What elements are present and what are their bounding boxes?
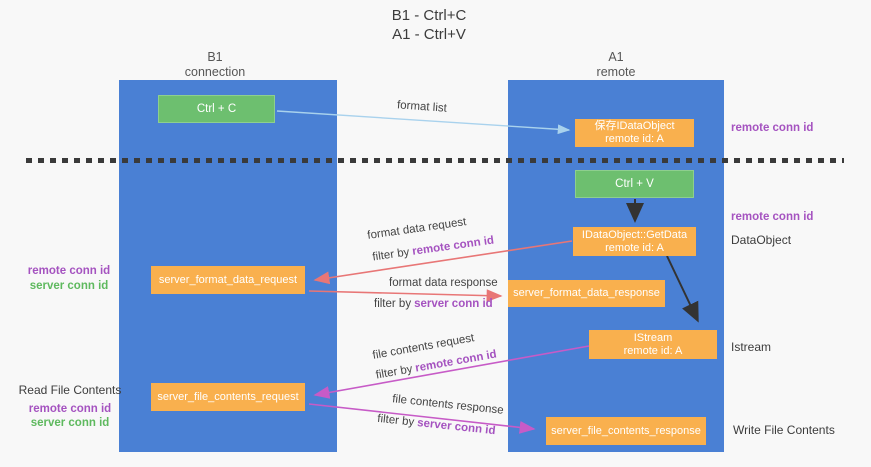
remote-conn-id-highlight: remote conn id <box>411 234 495 258</box>
edge-label-format-data-response: format data response <box>389 277 498 289</box>
node-save-idataobject: 保存IDataObject remote id: A <box>575 119 694 147</box>
node-server-format-data-request: server_format_data_request <box>151 266 305 294</box>
node-server-format-data-request-label: server_format_data_request <box>158 273 298 286</box>
arrow-format-data-response <box>308 289 503 303</box>
node-ctrl-c-label: Ctrl + C <box>196 102 237 115</box>
node-idataobject-getdata-line2: remote id: A <box>605 241 664 254</box>
column-header-a1-role: remote <box>596 65 636 79</box>
right-label-istream: Istream <box>731 340 772 354</box>
node-ctrl-v-label: Ctrl + V <box>615 177 654 190</box>
node-server-file-contents-request-label: server_file_contents_request <box>157 390 299 403</box>
right-label-remote-conn-id-top: remote conn id <box>731 122 814 134</box>
server-conn-id-highlight: server conn id <box>414 298 493 310</box>
left-label-group-file: Read File Contents remote conn id server… <box>14 383 126 430</box>
edge-label-format-data-request: format data request <box>366 216 468 242</box>
column-header-a1: A1 remote <box>508 50 724 80</box>
node-server-format-data-response: server_format_data_response <box>508 280 665 307</box>
left-remote-conn-id-bottom: remote conn id <box>28 403 112 415</box>
column-header-b1-name: B1 <box>207 50 223 64</box>
node-idataobject-getdata: IDataObject::GetData remote id: A <box>573 227 696 256</box>
column-header-a1-name: A1 <box>608 50 624 64</box>
left-server-conn-id-bottom: server conn id <box>30 417 110 429</box>
page-title: B1 - Ctrl+C A1 - Ctrl+V <box>0 6 858 44</box>
node-istream-line1: IStream <box>633 331 673 344</box>
node-save-idataobject-line2: remote id: A <box>605 133 664 145</box>
node-idataobject-getdata-line1: IDataObject::GetData <box>581 228 688 241</box>
dashed-separator-line <box>26 158 844 163</box>
left-remote-conn-id-top: remote conn id <box>27 265 111 277</box>
right-label-remote-conn-id-mid: remote conn id <box>731 211 814 223</box>
filter-prefix: filter by <box>371 246 411 264</box>
right-label-dataobject: DataObject <box>731 233 792 247</box>
edge-label-format-list: format list <box>396 99 448 115</box>
node-istream: IStream remote id: A <box>589 330 717 359</box>
filter-prefix: filter by <box>376 412 415 429</box>
edge-label-file-contents-response: file contents response <box>391 393 505 417</box>
right-label-write-file-contents: Write File Contents <box>733 423 835 437</box>
node-istream-line2: remote id: A <box>623 344 683 357</box>
left-server-conn-id-top: server conn id <box>29 280 109 292</box>
node-ctrl-c: Ctrl + C <box>158 95 275 123</box>
node-server-format-data-response-label: server_format_data_response <box>513 287 660 299</box>
filter-prefix: filter by <box>374 363 414 382</box>
node-server-file-contents-response: server_file_contents_response <box>546 417 706 445</box>
node-server-file-contents-request: server_file_contents_request <box>151 383 305 411</box>
left-read-file-contents: Read File Contents <box>18 383 122 397</box>
left-label-group-format: remote conn id server conn id <box>20 264 118 294</box>
title-line-1: B1 - Ctrl+C <box>391 7 467 24</box>
title-line-2: A1 - Ctrl+V <box>392 26 466 43</box>
filter-prefix: filter by <box>374 298 412 310</box>
node-ctrl-v: Ctrl + V <box>575 170 694 198</box>
server-conn-id-highlight: server conn id <box>416 417 497 438</box>
column-header-b1: B1 connection <box>106 50 324 80</box>
node-server-file-contents-response-label: server_file_contents_response <box>551 424 701 437</box>
node-save-idataobject-line1: 保存IDataObject <box>594 120 675 132</box>
column-header-b1-role: connection <box>184 65 246 79</box>
edge-label-filter-format-request: filter byremote conn id <box>372 235 495 264</box>
